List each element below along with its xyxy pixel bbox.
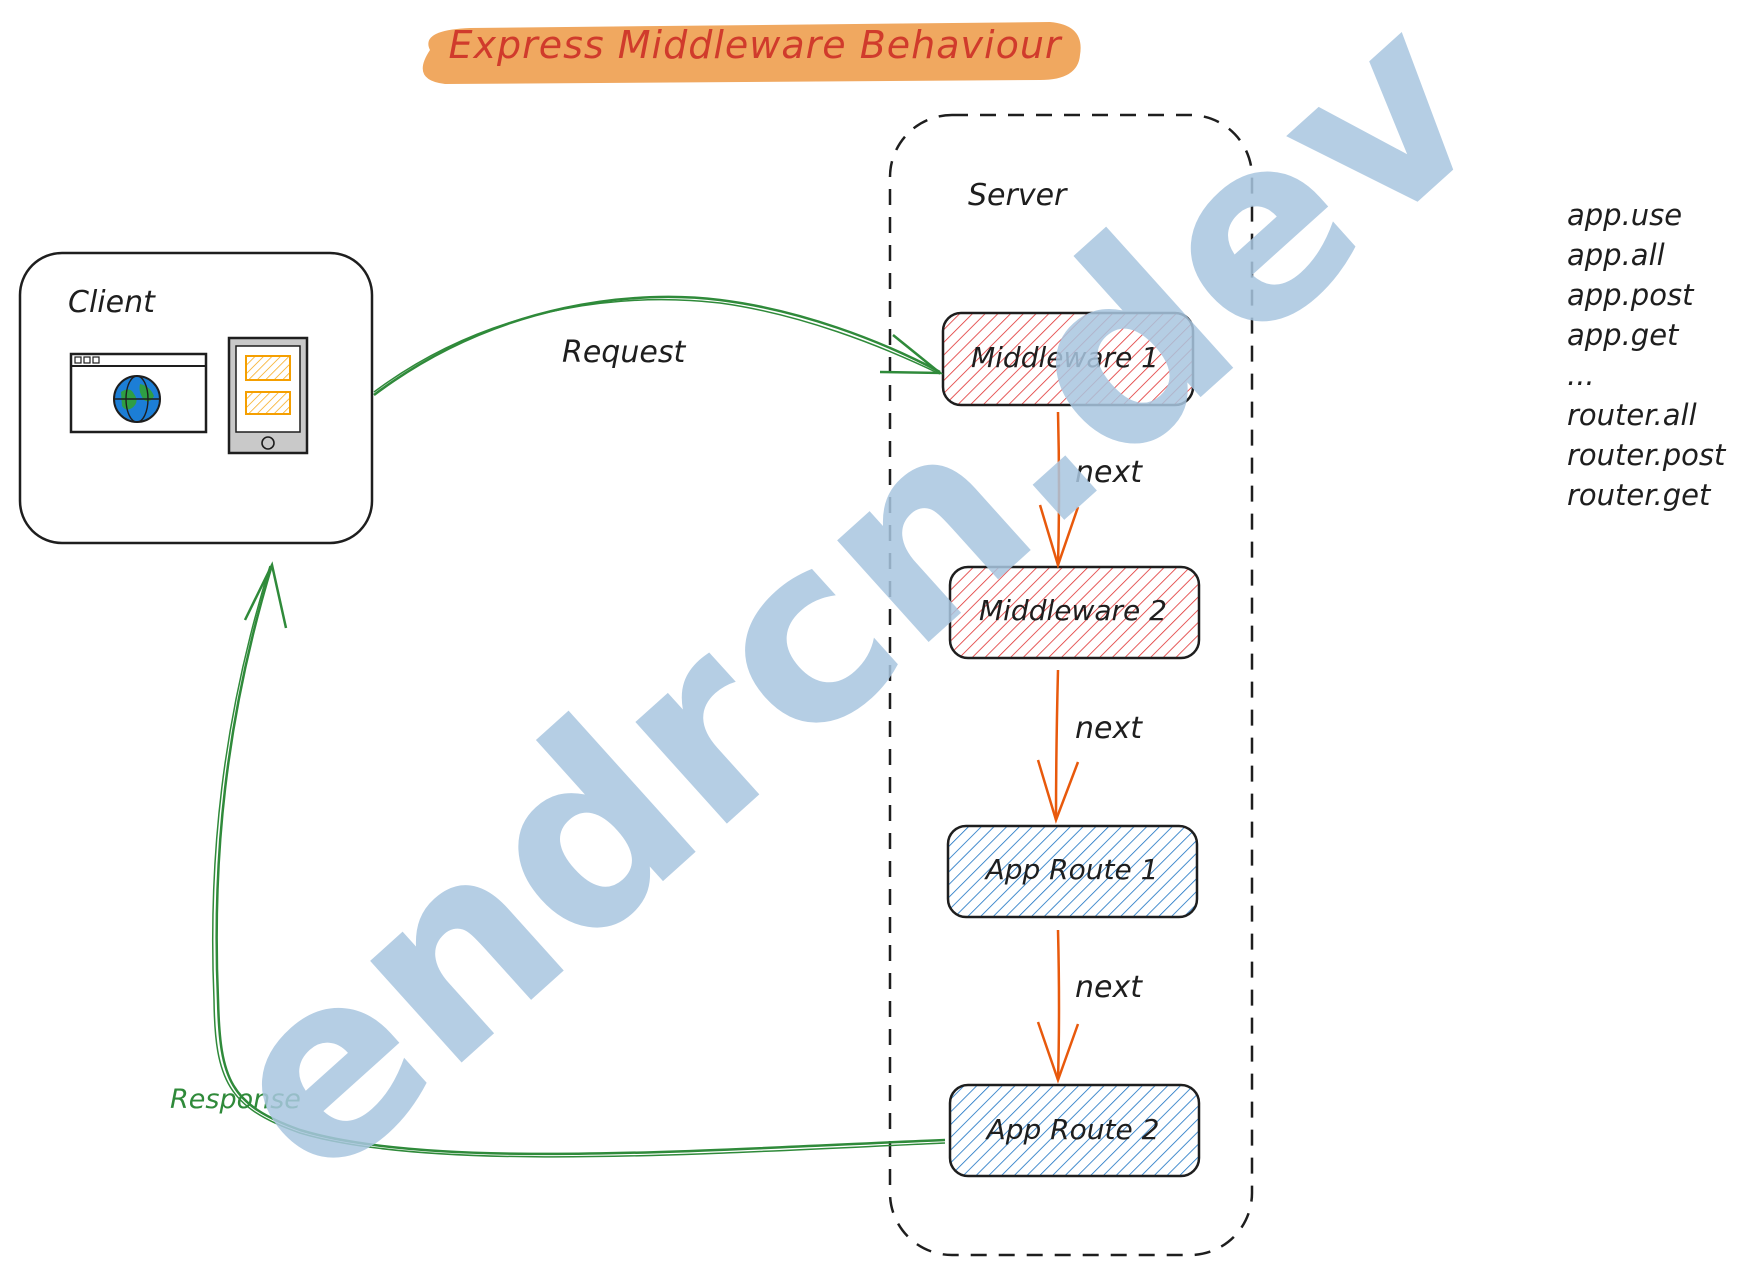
middleware-2-label: Middleware 2 xyxy=(979,594,1167,627)
app-route-1-label: App Route 1 xyxy=(984,853,1159,886)
client-node[interactable]: Client xyxy=(18,251,374,545)
server-step[interactable]: Middleware 1 xyxy=(941,311,1195,407)
api-method: app.use xyxy=(1567,198,1682,232)
api-method: router.all xyxy=(1567,398,1697,432)
watermark: endrcn.dev xyxy=(165,0,1536,1234)
tablet-icon xyxy=(227,336,309,455)
middleware-1-label: Middleware 1 xyxy=(971,341,1159,374)
server-step[interactable]: Middleware 2 xyxy=(948,565,1201,660)
next-arrow-1: next xyxy=(1038,411,1143,570)
middleware-1-box xyxy=(941,311,1195,407)
server-boundary xyxy=(888,113,1254,1257)
next-label-3: next xyxy=(1075,970,1143,1005)
diagram-title: Express Middleware Behaviour xyxy=(422,22,1081,84)
app-route-2-box xyxy=(948,1083,1201,1178)
api-methods-list: app.use app.all app.post app.get ... rou… xyxy=(1567,198,1727,512)
next-arrow-3: next xyxy=(1036,929,1143,1084)
api-method: app.get xyxy=(1567,318,1680,352)
server-label: Server xyxy=(968,178,1068,213)
next-label-1: next xyxy=(1075,455,1143,490)
app-route-2-label: App Route 2 xyxy=(985,1113,1160,1146)
globe-icon xyxy=(113,375,161,423)
request-arrow: Request xyxy=(373,295,944,396)
server-step[interactable]: App Route 1 xyxy=(946,824,1199,919)
response-arrow: Response xyxy=(170,561,946,1158)
server-step[interactable]: App Route 2 xyxy=(948,1083,1201,1178)
middleware-2-box xyxy=(948,565,1201,660)
request-label: Request xyxy=(562,335,686,370)
next-label-2: next xyxy=(1075,711,1143,746)
app-route-1-box xyxy=(946,824,1199,919)
next-arrow-2: next xyxy=(1036,669,1143,824)
title-text: Express Middleware Behaviour xyxy=(448,23,1062,67)
browser-window-icon xyxy=(69,352,208,434)
api-method: ... xyxy=(1567,358,1595,392)
title-highlight xyxy=(422,22,1081,84)
api-method: app.all xyxy=(1567,238,1665,272)
api-method: router.get xyxy=(1567,478,1712,512)
client-label: Client xyxy=(68,285,156,320)
api-method: app.post xyxy=(1567,278,1695,312)
response-label: Response xyxy=(170,1084,301,1115)
api-method: router.post xyxy=(1567,438,1727,472)
server-container: Server xyxy=(888,113,1254,1257)
